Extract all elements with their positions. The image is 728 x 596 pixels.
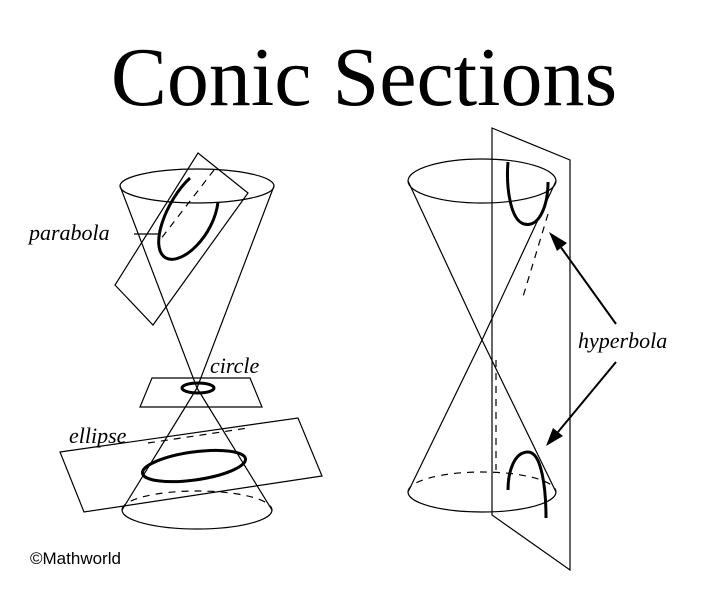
left-double-cone — [119, 168, 275, 530]
page-title: Conic Sections — [110, 31, 618, 124]
left-cone-bottom-right-edge — [196, 387, 273, 511]
right-cone-top-left-edge — [407, 180, 483, 341]
credit-text: ©Mathworld — [30, 549, 121, 568]
ellipse-curve — [140, 448, 248, 484]
hyperbola-arrow-upper-head — [549, 232, 567, 251]
hyperbola-arrow-lower — [557, 361, 617, 433]
hyperbola-arrow-lower-head — [546, 428, 563, 446]
left-cone-bottom-left-edge — [121, 387, 198, 511]
circle-label: circle — [210, 353, 259, 378]
right-cone-bottom-rim-front — [407, 491, 557, 513]
right-cone-top-rim — [407, 158, 557, 204]
circle-plane — [139, 377, 263, 408]
ellipse-plane-outline — [59, 417, 323, 513]
ellipse-hidden-edge — [147, 427, 249, 444]
parabola-hidden-edge — [159, 169, 215, 241]
left-cone-top-rim — [119, 168, 275, 204]
circle-curve — [180, 381, 216, 395]
circle-plane-outline — [139, 377, 263, 408]
left-cone-bottom-rim-back — [121, 490, 273, 511]
right-cone-bottom-right-edge — [481, 339, 557, 493]
hyperbola-lower-branch — [506, 450, 548, 519]
parabola-plane — [114, 152, 249, 326]
hyperbola-arrows — [546, 232, 617, 446]
parabola-curve — [157, 176, 220, 261]
right-double-cone — [407, 158, 557, 513]
left-cone-bottom-rim-front — [121, 509, 273, 530]
left-cone-top-right-edge — [196, 185, 275, 389]
parabola-plane-outline — [114, 152, 249, 326]
hyperbola-arrow-upper — [559, 245, 617, 325]
left-cone-top-left-edge — [119, 185, 198, 389]
right-cone-bottom-left-edge — [407, 339, 483, 493]
right-cone-bottom-rim-back — [407, 471, 557, 493]
parabola-label: parabola — [27, 220, 110, 245]
hyperbola-upper-branch — [506, 161, 550, 226]
ellipse-plane — [59, 417, 323, 513]
ellipse-label: ellipse — [69, 423, 127, 448]
hyperbola-plane — [491, 127, 571, 572]
hyperbola-hidden-edge-upper — [521, 213, 549, 301]
hyperbola-label: hyperbola — [578, 328, 667, 353]
hyperbola-plane-outline — [491, 127, 571, 572]
